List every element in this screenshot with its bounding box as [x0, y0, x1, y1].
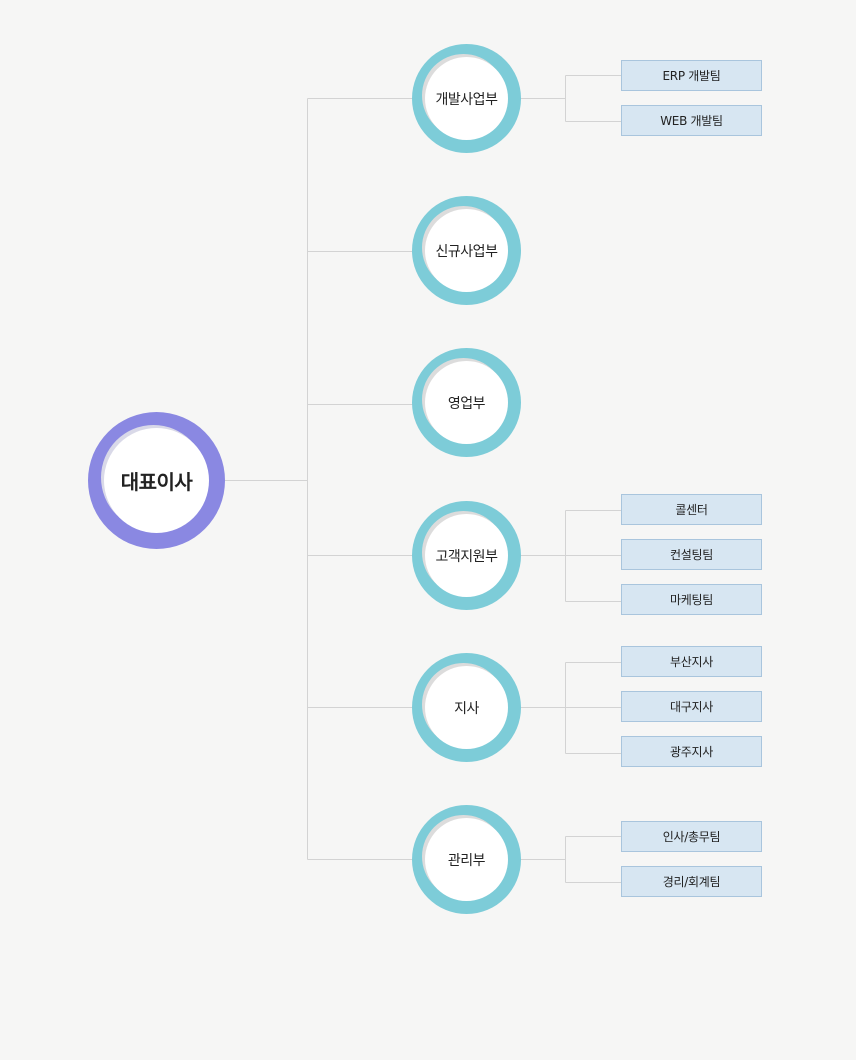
dept-node-new-business: 신규사업부	[412, 196, 521, 305]
team-box-hr-general: 인사/총무팀	[621, 821, 762, 852]
team-box-accounting: 경리/회계팀	[621, 866, 762, 897]
dept-label: 신규사업부	[425, 209, 508, 292]
ceo-label: 대표이사	[104, 428, 209, 533]
dept-node-branches: 지사	[412, 653, 521, 762]
dept-label: 영업부	[425, 361, 508, 444]
team-box-gwangju-branch: 광주지사	[621, 736, 762, 767]
team-box-daegu-branch: 대구지사	[621, 691, 762, 722]
dept-node-customer-support: 고객지원부	[412, 501, 521, 610]
dept-node-development: 개발사업부	[412, 44, 521, 153]
team-box-busan-branch: 부산지사	[621, 646, 762, 677]
dept-node-sales: 영업부	[412, 348, 521, 457]
dept-label: 관리부	[425, 818, 508, 901]
team-box-call-center: 콜센터	[621, 494, 762, 525]
dept-label: 지사	[425, 666, 508, 749]
team-box-marketing: 마케팅팀	[621, 584, 762, 615]
ceo-node: 대표이사	[88, 412, 225, 549]
team-box-consulting: 컨설팅팀	[621, 539, 762, 570]
team-box-web-dev: WEB 개발팀	[621, 105, 762, 136]
dept-label: 개발사업부	[425, 57, 508, 140]
dept-label: 고객지원부	[425, 514, 508, 597]
team-box-erp-dev: ERP 개발팀	[621, 60, 762, 91]
dept-node-management: 관리부	[412, 805, 521, 914]
